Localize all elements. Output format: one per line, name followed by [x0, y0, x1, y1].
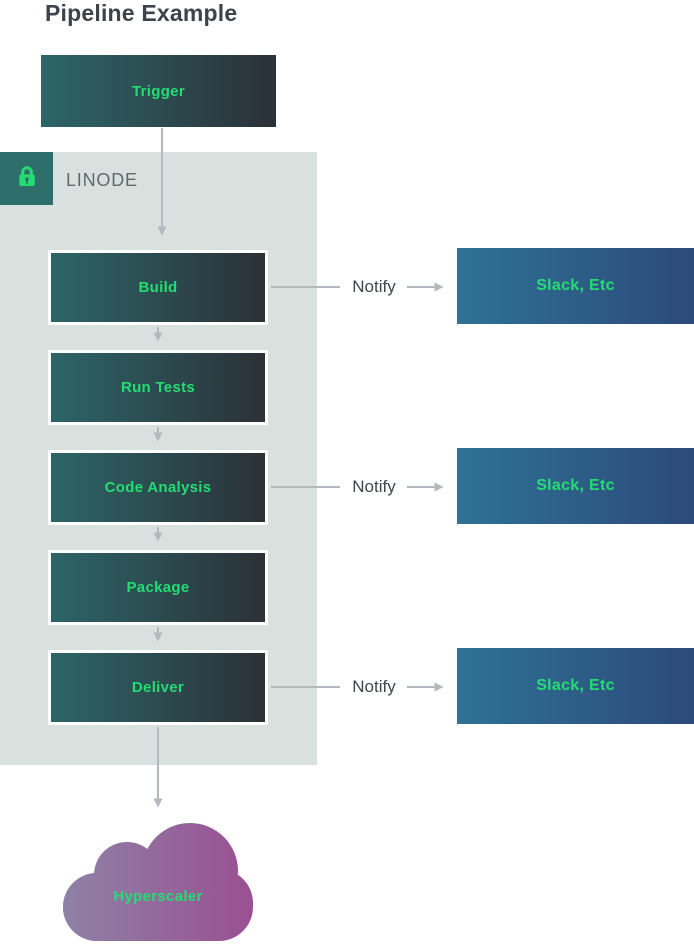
slack-node: Slack, Etc [457, 648, 694, 724]
slack-node-label: Slack, Etc [536, 277, 615, 294]
lock-icon [13, 162, 41, 195]
step-node-label: Package [126, 579, 190, 596]
step-node-build: Build [48, 250, 268, 325]
linode-container-label: LINODE [66, 170, 138, 190]
cloud-shape [63, 823, 253, 941]
step-node-label: Code Analysis [104, 479, 212, 496]
slack-node: Slack, Etc [457, 248, 694, 324]
lock-badge [0, 152, 53, 205]
step-node-label: Deliver [131, 679, 185, 696]
notify-label: Notify [352, 677, 396, 696]
slack-node-label: Slack, Etc [536, 477, 615, 494]
step-node-label: Run Tests [120, 379, 196, 396]
step-node-deliver: Deliver [48, 650, 268, 725]
slack-node: Slack, Etc [457, 448, 694, 524]
step-node-run-tests: Run Tests [48, 350, 268, 425]
trigger-node: Trigger [41, 55, 276, 127]
page-title: Pipeline Example [45, 0, 238, 26]
step-node-package: Package [48, 550, 268, 625]
slack-node-label: Slack, Etc [536, 677, 615, 694]
step-node-code-analysis: Code Analysis [48, 450, 268, 525]
notify-label: Notify [352, 277, 396, 296]
cloud-node-label: Hyperscaler [113, 888, 203, 905]
trigger-node-label: Trigger [132, 82, 185, 100]
step-node-label: Build [138, 279, 178, 296]
notify-label: Notify [352, 477, 396, 496]
